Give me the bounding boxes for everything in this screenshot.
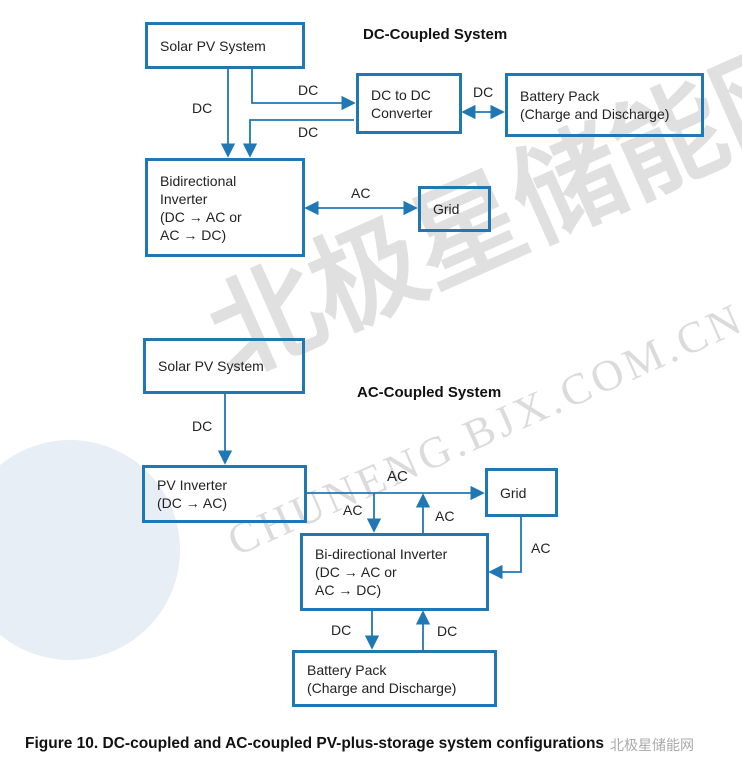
box-label: Bidirectional bbox=[160, 172, 237, 189]
label-battery-to-bi-inverter: DC bbox=[437, 623, 458, 639]
label-solar-to-pv-inverter: DC bbox=[192, 418, 213, 434]
label-bus-to-bi-inverter: AC bbox=[343, 502, 363, 518]
box-label: (Charge and Discharge) bbox=[520, 106, 670, 122]
box-label: DC to DC bbox=[371, 86, 431, 103]
ac-bi-inverter-box: Bi-directional Inverter (DC → AC or AC →… bbox=[300, 533, 489, 611]
box-label: Solar PV System bbox=[160, 37, 266, 54]
box-label: (DC → AC) bbox=[157, 495, 227, 511]
arrow-grid-to-bi-inverter bbox=[488, 516, 522, 580]
dc-converter-box: DC to DC Converter bbox=[356, 73, 462, 134]
dc-battery-box: Battery Pack (Charge and Discharge) bbox=[505, 73, 704, 137]
label-converter-to-inverter: DC bbox=[298, 124, 319, 140]
ac-system-title: AC-Coupled System bbox=[357, 384, 502, 401]
ac-grid-box: Grid bbox=[485, 468, 558, 517]
box-label: Battery Pack bbox=[307, 661, 387, 678]
box-label: Battery Pack bbox=[520, 88, 600, 104]
box-label: AC → DC) bbox=[315, 582, 382, 598]
arrow-converter-to-inverter bbox=[242, 119, 354, 158]
label-converter-battery: DC bbox=[473, 84, 494, 100]
box-label: (DC → AC or bbox=[315, 564, 397, 580]
label-bi-inverter-to-bus: AC bbox=[435, 508, 455, 524]
box-label: Solar PV System bbox=[158, 358, 264, 374]
dc-grid-box: Grid bbox=[418, 186, 491, 232]
figure-caption: Figure 10. DC-coupled and AC-coupled PV-… bbox=[25, 735, 605, 752]
label-grid-to-bi-inverter: AC bbox=[531, 540, 551, 556]
dc-inverter-box: Bidirectional Inverter (DC → AC or AC → … bbox=[145, 158, 305, 257]
label-inverter-grid: AC bbox=[351, 185, 371, 201]
label-pv-inverter-to-grid: AC bbox=[387, 468, 408, 485]
box-label: AC → DC) bbox=[160, 226, 227, 243]
arrow-solar-to-converter bbox=[251, 68, 356, 111]
dc-solar-pv-box: Solar PV System bbox=[145, 22, 305, 69]
ac-solar-pv-box: Solar PV System bbox=[143, 338, 305, 394]
box-label: Bi-directional Inverter bbox=[315, 546, 448, 562]
ac-battery-box: Battery Pack (Charge and Discharge) bbox=[292, 650, 497, 707]
box-label: Inverter bbox=[160, 190, 208, 207]
dc-system-title: DC-Coupled System bbox=[363, 26, 508, 43]
box-label: Grid bbox=[500, 484, 527, 501]
box-label: Grid bbox=[433, 201, 460, 217]
box-label: PV Inverter bbox=[157, 477, 228, 493]
box-label: (Charge and Discharge) bbox=[307, 679, 457, 696]
box-label: Converter bbox=[371, 104, 433, 121]
box-label: (DC → AC or bbox=[160, 208, 242, 225]
label-solar-to-inverter: DC bbox=[192, 100, 213, 116]
label-bi-inverter-to-battery: DC bbox=[331, 622, 352, 638]
label-solar-to-converter: DC bbox=[298, 82, 319, 98]
ac-pv-inverter-box: PV Inverter (DC → AC) bbox=[142, 465, 307, 523]
